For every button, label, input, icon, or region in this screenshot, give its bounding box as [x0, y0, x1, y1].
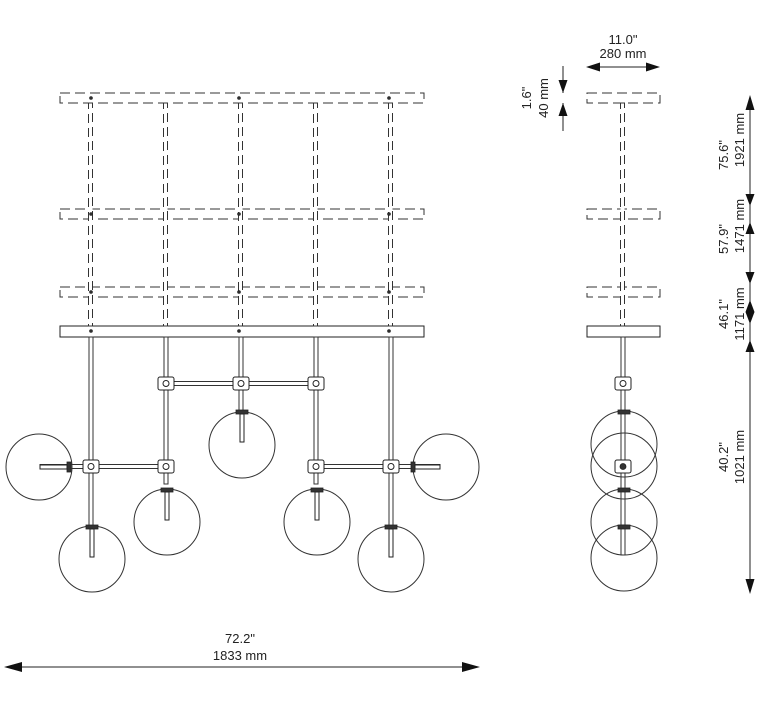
canopy-height-metric-label: 40 mm: [536, 78, 551, 118]
height-dimensions: 75.6" 1921 mm 57.9" 1471 mm 46.1" 1171 m…: [716, 95, 755, 594]
depth-dimension: 11.0" 280 mm: [586, 32, 660, 72]
depth-imperial-label: 11.0": [609, 32, 638, 47]
height-4-imperial: 40.2": [716, 442, 731, 472]
height-2-imperial: 57.9": [716, 224, 731, 254]
side-view: 11.0" 280 mm 1.6" 40 mm: [519, 32, 755, 594]
height-1-metric: 1921 mm: [732, 113, 747, 167]
lamp-holders: [39, 409, 441, 558]
side-canopy-option-top: [586, 92, 661, 104]
width-dimension: 72.2" 1833 mm: [4, 631, 480, 672]
depth-metric-label: 280 mm: [600, 46, 647, 61]
front-view: 72.2" 1833 mm: [4, 92, 480, 672]
side-canopy-plate: [586, 325, 661, 338]
side-dashed-rod: [620, 102, 625, 327]
canopy-plate: [59, 325, 425, 338]
connector-hubs: [82, 376, 400, 474]
height-3-metric: 1171 mm: [732, 287, 747, 340]
height-1-imperial: 75.6": [716, 140, 731, 170]
canopy-option-top: [59, 92, 425, 104]
height-4-metric: 1021 mm: [732, 430, 747, 484]
suspension-rods: [88, 336, 394, 528]
side-rod: [620, 336, 626, 556]
canopy-height-dimension: 1.6" 40 mm: [519, 66, 568, 131]
height-2-metric: 1471 mm: [732, 199, 747, 253]
width-metric-label: 1833 mm: [213, 648, 267, 663]
canopy-mount-marks: [89, 96, 391, 333]
height-3-imperial: 46.1": [716, 299, 731, 329]
width-imperial-label: 72.2": [225, 631, 255, 646]
canopy-height-imperial-label: 1.6": [519, 86, 534, 109]
